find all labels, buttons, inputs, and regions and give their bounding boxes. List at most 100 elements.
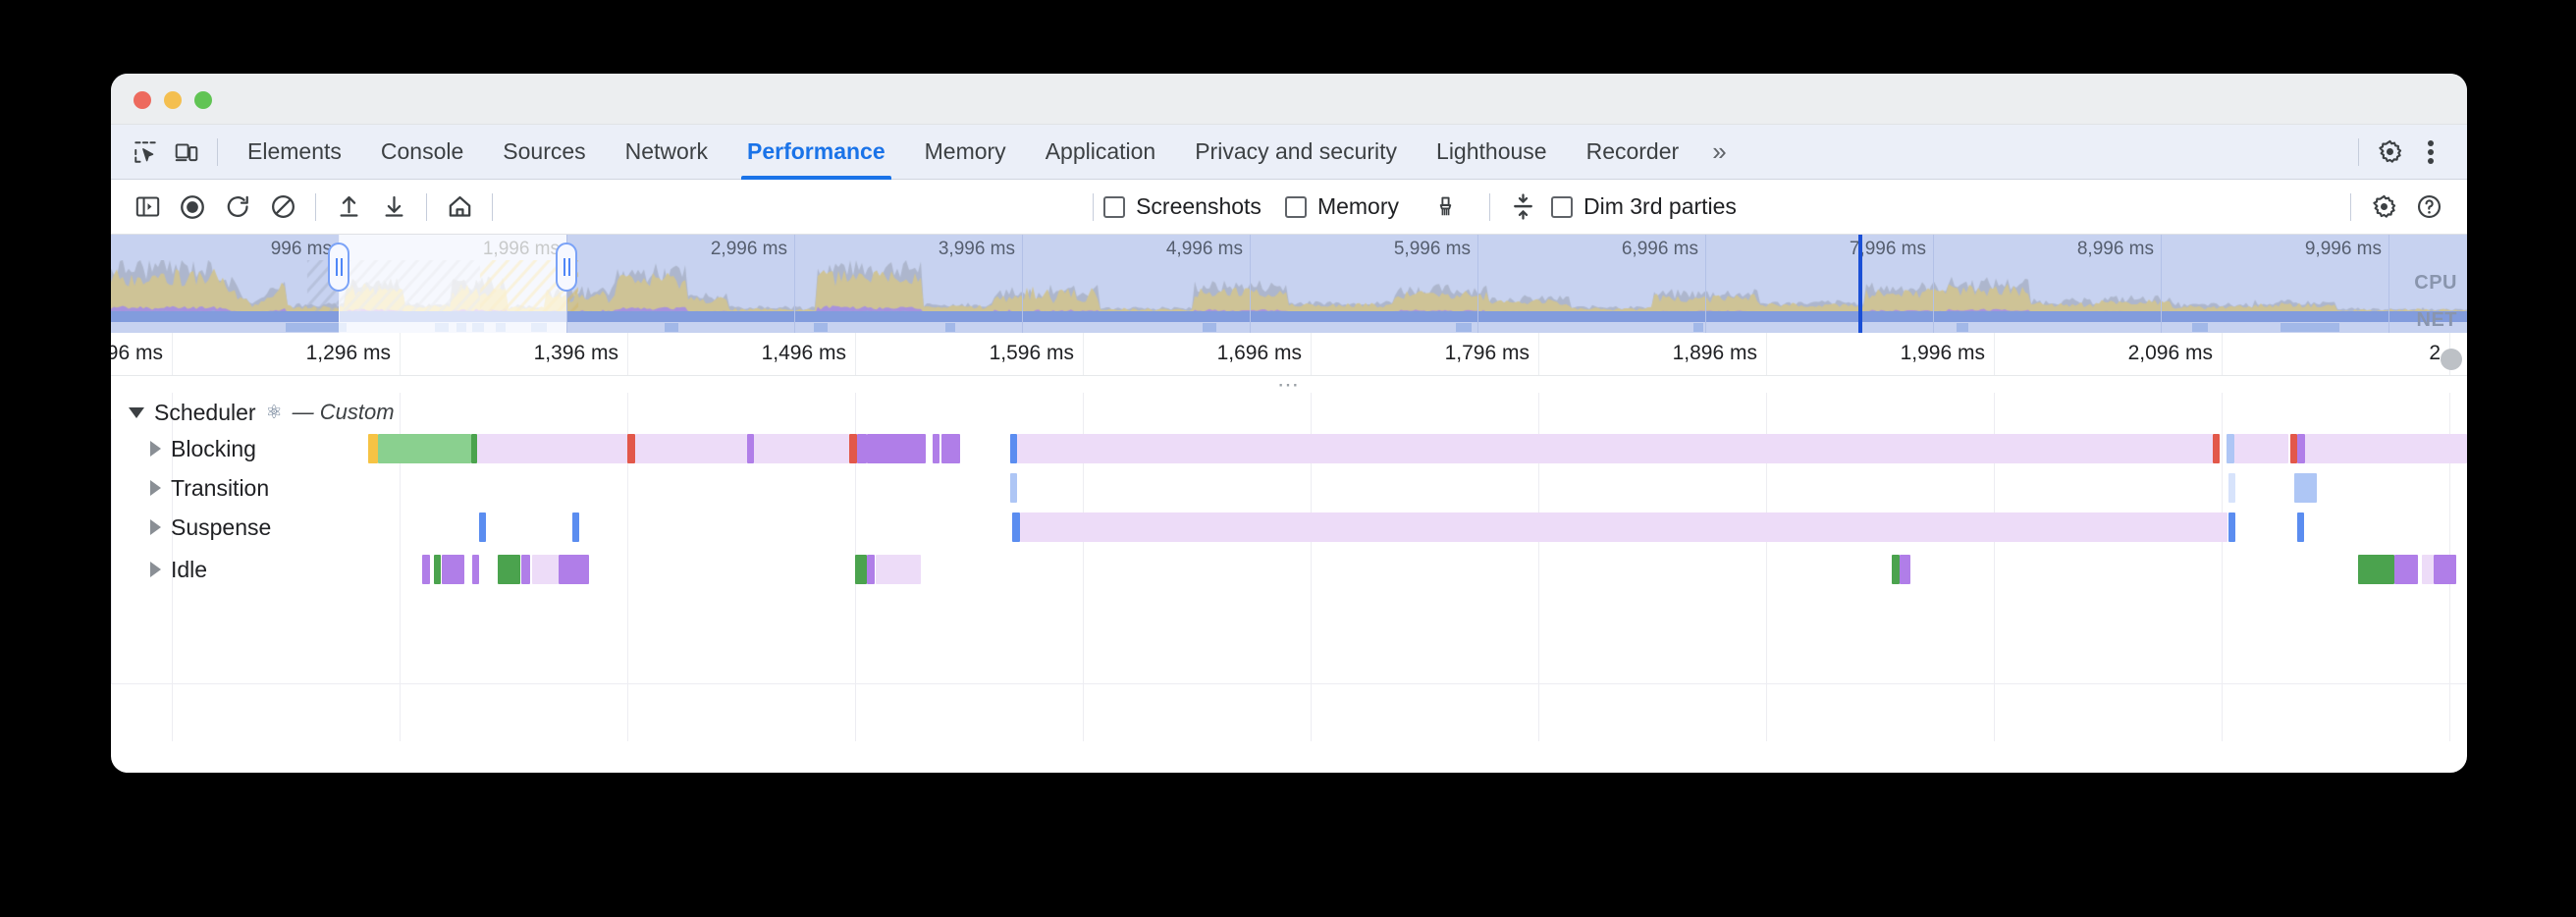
flame-bar[interactable] — [2422, 555, 2434, 584]
flame-bar[interactable] — [479, 512, 487, 542]
flame-bar[interactable] — [2233, 434, 2289, 463]
overview-window-right-handle[interactable] — [556, 243, 577, 292]
flame-row-idle[interactable]: Idle — [111, 550, 2467, 589]
flame-bar[interactable] — [1009, 473, 1017, 503]
flame-bar[interactable] — [2304, 434, 2467, 463]
checkbox-box[interactable] — [1551, 195, 1573, 218]
close-window-button[interactable] — [134, 91, 151, 109]
tab-sources[interactable]: Sources — [483, 125, 605, 180]
tab-memory[interactable]: Memory — [905, 125, 1026, 180]
flame-bar[interactable] — [627, 434, 636, 463]
flame-bar[interactable] — [521, 555, 531, 584]
flame-bar[interactable] — [1020, 512, 2227, 542]
checkbox-box[interactable] — [1103, 195, 1126, 218]
flame-bar[interactable] — [866, 434, 926, 463]
screenshots-checkbox[interactable]: Screenshots — [1103, 193, 1261, 220]
flame-bar[interactable] — [497, 555, 520, 584]
flame-bar[interactable] — [377, 434, 472, 463]
group-header-scheduler[interactable]: Scheduler ⚛ — Custom — [111, 393, 395, 432]
more-options-icon[interactable] — [2410, 132, 2451, 173]
flame-bar[interactable] — [866, 555, 875, 584]
capture-settings-gear-icon[interactable] — [2361, 185, 2406, 230]
track-header-transition[interactable]: Transition — [111, 468, 269, 508]
record-icon[interactable] — [170, 185, 215, 230]
settings-gear-icon[interactable] — [2369, 132, 2410, 173]
toggle-sidebar-icon[interactable] — [125, 185, 170, 230]
flame-bar[interactable] — [855, 555, 867, 584]
flame-bar[interactable] — [2212, 434, 2220, 463]
flame-bar[interactable] — [1009, 434, 1017, 463]
flame-row-suspense[interactable]: Suspense — [111, 508, 2467, 547]
flame-bar[interactable] — [2289, 434, 2297, 463]
flame-bar[interactable] — [472, 555, 480, 584]
flame-row-scheduler-group[interactable]: Scheduler ⚛ — Custom — [111, 393, 2467, 432]
flame-row-transition[interactable]: Transition — [111, 468, 2467, 508]
clear-icon[interactable] — [260, 185, 305, 230]
chevron-down-icon[interactable] — [129, 406, 144, 418]
tab-lighthouse[interactable]: Lighthouse — [1417, 125, 1567, 180]
minimize-window-button[interactable] — [164, 91, 182, 109]
tab-network[interactable]: Network — [606, 125, 727, 180]
flame-bar[interactable] — [849, 434, 858, 463]
flame-bar[interactable] — [1891, 555, 1900, 584]
tab-application[interactable]: Application — [1026, 125, 1176, 180]
chevron-right-icon[interactable] — [150, 562, 161, 577]
overview-selection-window[interactable] — [339, 235, 566, 333]
pane-resizer-handle[interactable]: ⋯ — [111, 373, 2467, 395]
flame-bar[interactable] — [2394, 555, 2418, 584]
flame-bar[interactable] — [531, 555, 560, 584]
maximize-window-button[interactable] — [194, 91, 212, 109]
checkbox-box[interactable] — [1284, 195, 1307, 218]
collapse-vertical-icon[interactable] — [1500, 185, 1545, 230]
home-icon[interactable] — [437, 185, 482, 230]
flame-bar[interactable] — [422, 555, 431, 584]
chevron-right-icon[interactable] — [150, 441, 161, 457]
flame-bar[interactable] — [2227, 473, 2235, 503]
flame-bar[interactable] — [1016, 434, 2213, 463]
flame-bar[interactable] — [746, 434, 754, 463]
record-and-reload-icon[interactable] — [215, 185, 260, 230]
tab-elements[interactable]: Elements — [228, 125, 361, 180]
flame-bar[interactable] — [941, 434, 960, 463]
tab-console[interactable]: Console — [361, 125, 483, 180]
flame-bar[interactable] — [433, 555, 441, 584]
flame-bar[interactable] — [2433, 555, 2456, 584]
overview-playhead[interactable] — [1858, 235, 1862, 333]
timeline-overview[interactable]: 996 ms1,996 ms2,996 ms3,996 ms4,996 ms5,… — [111, 235, 2467, 333]
flame-bar[interactable] — [857, 434, 867, 463]
tab-privacy-and-security[interactable]: Privacy and security — [1175, 125, 1417, 180]
flame-bar[interactable] — [2294, 473, 2318, 503]
upload-profile-icon[interactable] — [326, 185, 371, 230]
tab-performance[interactable]: Performance — [727, 125, 905, 180]
tab-recorder[interactable]: Recorder — [1567, 125, 1699, 180]
overview-window-left-handle[interactable] — [328, 243, 349, 292]
device-toolbar-icon[interactable] — [166, 132, 207, 173]
flame-bar[interactable] — [932, 434, 939, 463]
flame-bar[interactable] — [2358, 555, 2395, 584]
flame-row-blocking[interactable]: Blocking — [111, 429, 2467, 468]
flame-bar[interactable] — [559, 555, 589, 584]
memory-checkbox[interactable]: Memory — [1284, 193, 1399, 220]
flame-bar[interactable] — [2296, 434, 2305, 463]
flame-bar[interactable] — [635, 434, 747, 463]
flame-bar[interactable] — [2227, 512, 2235, 542]
flame-bar[interactable] — [753, 434, 850, 463]
flame-bar[interactable] — [2226, 434, 2234, 463]
help-icon[interactable] — [2406, 185, 2451, 230]
flame-bar[interactable] — [471, 434, 477, 463]
flame-bar[interactable] — [476, 434, 627, 463]
dim-3rd-parties-checkbox[interactable]: Dim 3rd parties — [1551, 193, 1737, 220]
chevron-right-icon[interactable] — [150, 519, 161, 535]
flame-bar[interactable] — [367, 434, 378, 463]
more-tabs-icon[interactable]: » — [1698, 125, 1740, 180]
chevron-right-icon[interactable] — [150, 480, 161, 496]
flame-bar[interactable] — [875, 555, 922, 584]
flame-bar[interactable] — [1899, 555, 1911, 584]
flame-bar[interactable] — [572, 512, 580, 542]
track-header-suspense[interactable]: Suspense — [111, 508, 271, 547]
flame-chart[interactable]: Scheduler ⚛ — Custom Blocking Transition — [111, 393, 2467, 741]
track-header-blocking[interactable]: Blocking — [111, 429, 256, 468]
flame-bar[interactable] — [441, 555, 465, 584]
flame-bar[interactable] — [2296, 512, 2304, 542]
track-header-idle[interactable]: Idle — [111, 550, 207, 589]
